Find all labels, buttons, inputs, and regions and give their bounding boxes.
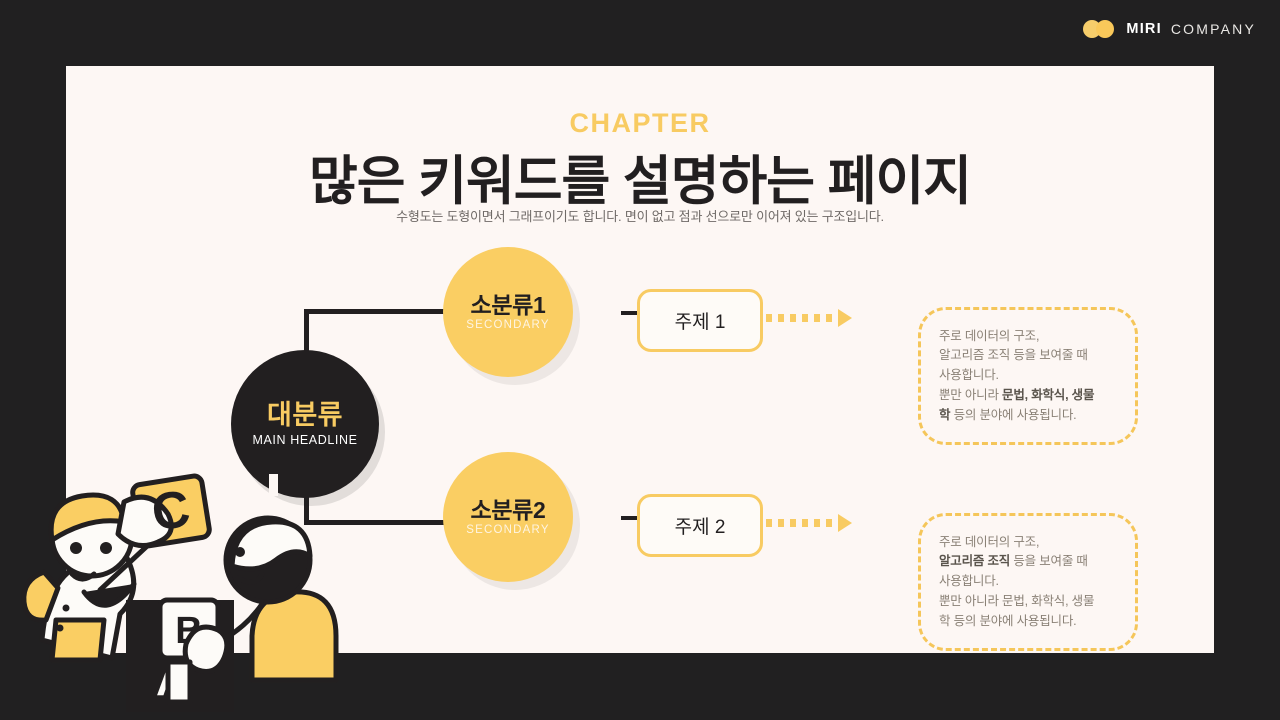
topic-box-1[interactable]: 주제 1 — [637, 289, 763, 352]
connector-branch-2 — [304, 520, 509, 525]
page-subtitle: 수형도는 도형이면서 그래프이기도 합니다. 면이 없고 점과 선으로만 이어져… — [396, 209, 884, 224]
exclamation-mark-icon — [268, 474, 278, 509]
node-main-headline[interactable]: 대분류 MAIN HEADLINE — [231, 350, 379, 498]
page-title: 많은 키워드를 설명하는 페이지 — [308, 152, 972, 211]
block-letter-a: A — [156, 656, 188, 705]
brand-name: MIRI — [1126, 21, 1162, 37]
node-secondary-1-label-kr: 소분류1 — [470, 291, 546, 318]
slide-card: CHAPTER 많은 키워드를 설명하는 페이지 수형도는 도형이면서 그래프이… — [66, 66, 1214, 653]
brand-logo: MIRI COMPANY — [1083, 18, 1256, 40]
node-main-label-kr: 대분류 — [266, 399, 344, 430]
dotted-right-arrow-icon — [766, 514, 852, 532]
node-secondary-1[interactable]: 소분류1 SECONDARY — [443, 247, 573, 377]
two-circles-logo-icon — [1083, 20, 1117, 38]
node-secondary-2-label-kr: 소분류2 — [470, 496, 546, 523]
node-secondary-2[interactable]: 소분류2 SECONDARY — [443, 452, 573, 582]
connector-branch-1 — [304, 309, 509, 314]
topic-box-2[interactable]: 주제 2 — [637, 494, 763, 557]
node-secondary-1-label-en: SECONDARY — [466, 319, 550, 332]
dotted-right-arrow-icon — [766, 309, 852, 327]
brand-suffix: COMPANY — [1170, 21, 1256, 37]
node-secondary-2-label-en: SECONDARY — [466, 524, 550, 537]
node-main-label-en: MAIN HEADLINE — [252, 433, 358, 448]
chapter-label: CHAPTER — [569, 108, 711, 138]
